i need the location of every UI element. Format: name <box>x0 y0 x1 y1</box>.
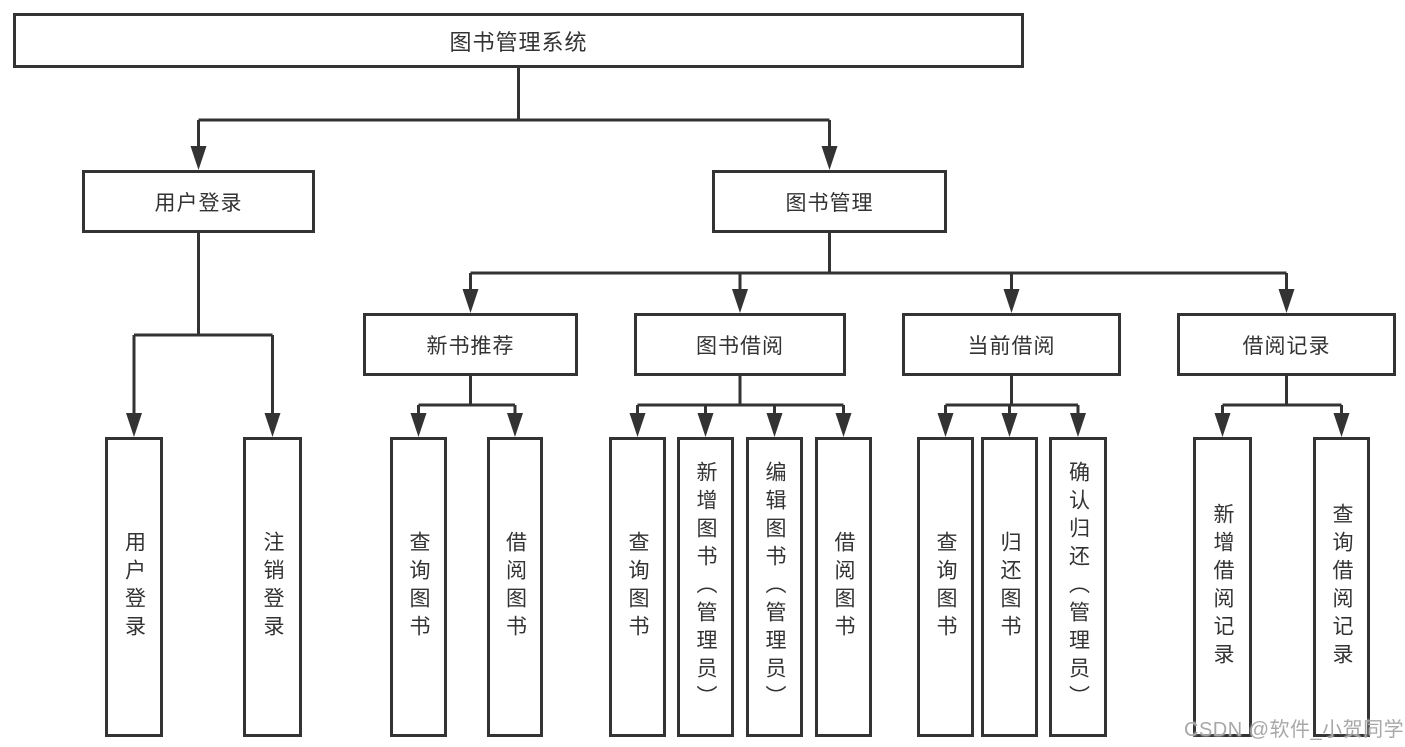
node-leaf-edit-books-admin: 编辑图书（管理员） <box>746 437 803 737</box>
node-leaf-query-books-3: 查询图书 <box>917 437 974 737</box>
node-leaf-logout: 注销登录 <box>243 437 302 737</box>
node-leaf-query-borrow-record: 查询借阅记录 <box>1313 437 1370 737</box>
node-library-management-system: 图书管理系统 <box>13 13 1024 68</box>
node-leaf-query-books-1: 查询图书 <box>390 437 447 737</box>
node-leaf-return-books: 归还图书 <box>981 437 1038 737</box>
connector-lines <box>132 67 1343 432</box>
node-book-management: 图书管理 <box>712 170 947 233</box>
node-leaf-add-books-admin: 新增图书（管理员） <box>677 437 734 737</box>
node-leaf-borrow-books-2: 借阅图书 <box>815 437 872 737</box>
arrowhead-icons <box>126 146 1350 437</box>
node-leaf-add-borrow-record: 新增借阅记录 <box>1193 437 1252 737</box>
node-new-book-recommend: 新书推荐 <box>363 313 578 376</box>
node-borrowing-records: 借阅记录 <box>1177 313 1396 376</box>
node-leaf-user-login: 用户登录 <box>105 437 163 737</box>
node-leaf-confirm-return-admin: 确认归还（管理员） <box>1049 437 1107 737</box>
csdn-watermark: CSDN @软件_小贺同学 <box>1184 719 1405 741</box>
node-user-login: 用户登录 <box>82 170 315 233</box>
node-leaf-borrow-books-1: 借阅图书 <box>487 437 543 737</box>
node-leaf-query-books-2: 查询图书 <box>609 437 666 737</box>
node-book-borrowing: 图书借阅 <box>634 313 846 376</box>
node-current-borrowing: 当前借阅 <box>902 313 1121 376</box>
